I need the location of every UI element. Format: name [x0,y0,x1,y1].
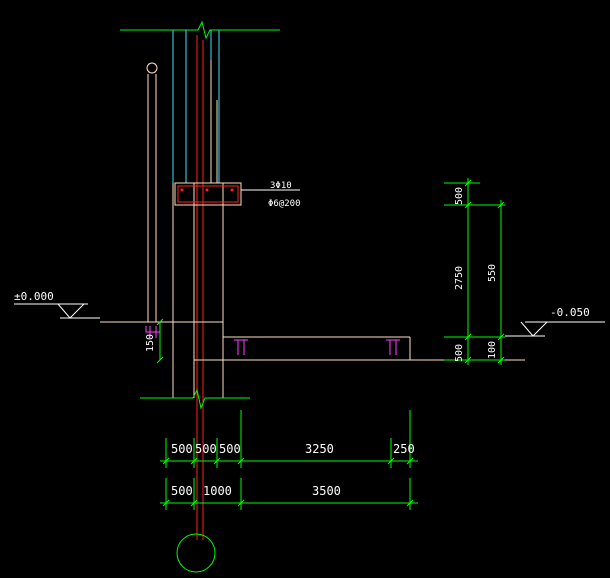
level-symbol-left [14,303,100,319]
hdim-row2-1: 1000 [203,484,232,498]
axis-bubble [176,533,216,573]
hdim-row1-0: 500 [171,442,193,456]
top-break-line [120,20,280,40]
red-rebars [196,35,204,540]
vdim-outer-1: 2750 [454,266,465,290]
beam-main-rebar-label: 3Φ10 [270,181,292,191]
anchor-markers [145,326,400,355]
hdim-row1-3: 3250 [305,442,334,456]
bottom-dims-row2 [160,478,418,510]
left-dim-150-label: 150 [145,334,156,352]
hdim-row1-4: 250 [393,442,415,456]
left-pipe [146,62,158,322]
vdim-inner-0: 550 [487,264,498,282]
level-right-label: -0.050 [550,306,590,319]
hdim-row2-2: 3500 [312,484,341,498]
vdim-inner-1: 100 [487,341,498,359]
left-dim-150 [156,318,164,364]
level-left-label: ±0.000 [14,290,54,303]
hdim-row1-1: 500 [195,442,217,456]
right-vertical-dims [444,178,505,365]
bottom-break-line [140,388,250,410]
beam-stirrup-label: Φ6@200 [268,199,301,209]
hdim-row1-2: 500 [219,442,241,456]
bottom-dims-row1 [160,410,418,468]
beam-section [174,182,300,206]
column-outline [172,60,224,398]
hdim-row2-0: 500 [171,484,193,498]
column-cyan-lines [172,30,220,183]
level-symbol-right [505,321,605,337]
vdim-outer-2: 500 [454,344,465,362]
vdim-outer-0: 500 [454,187,465,205]
